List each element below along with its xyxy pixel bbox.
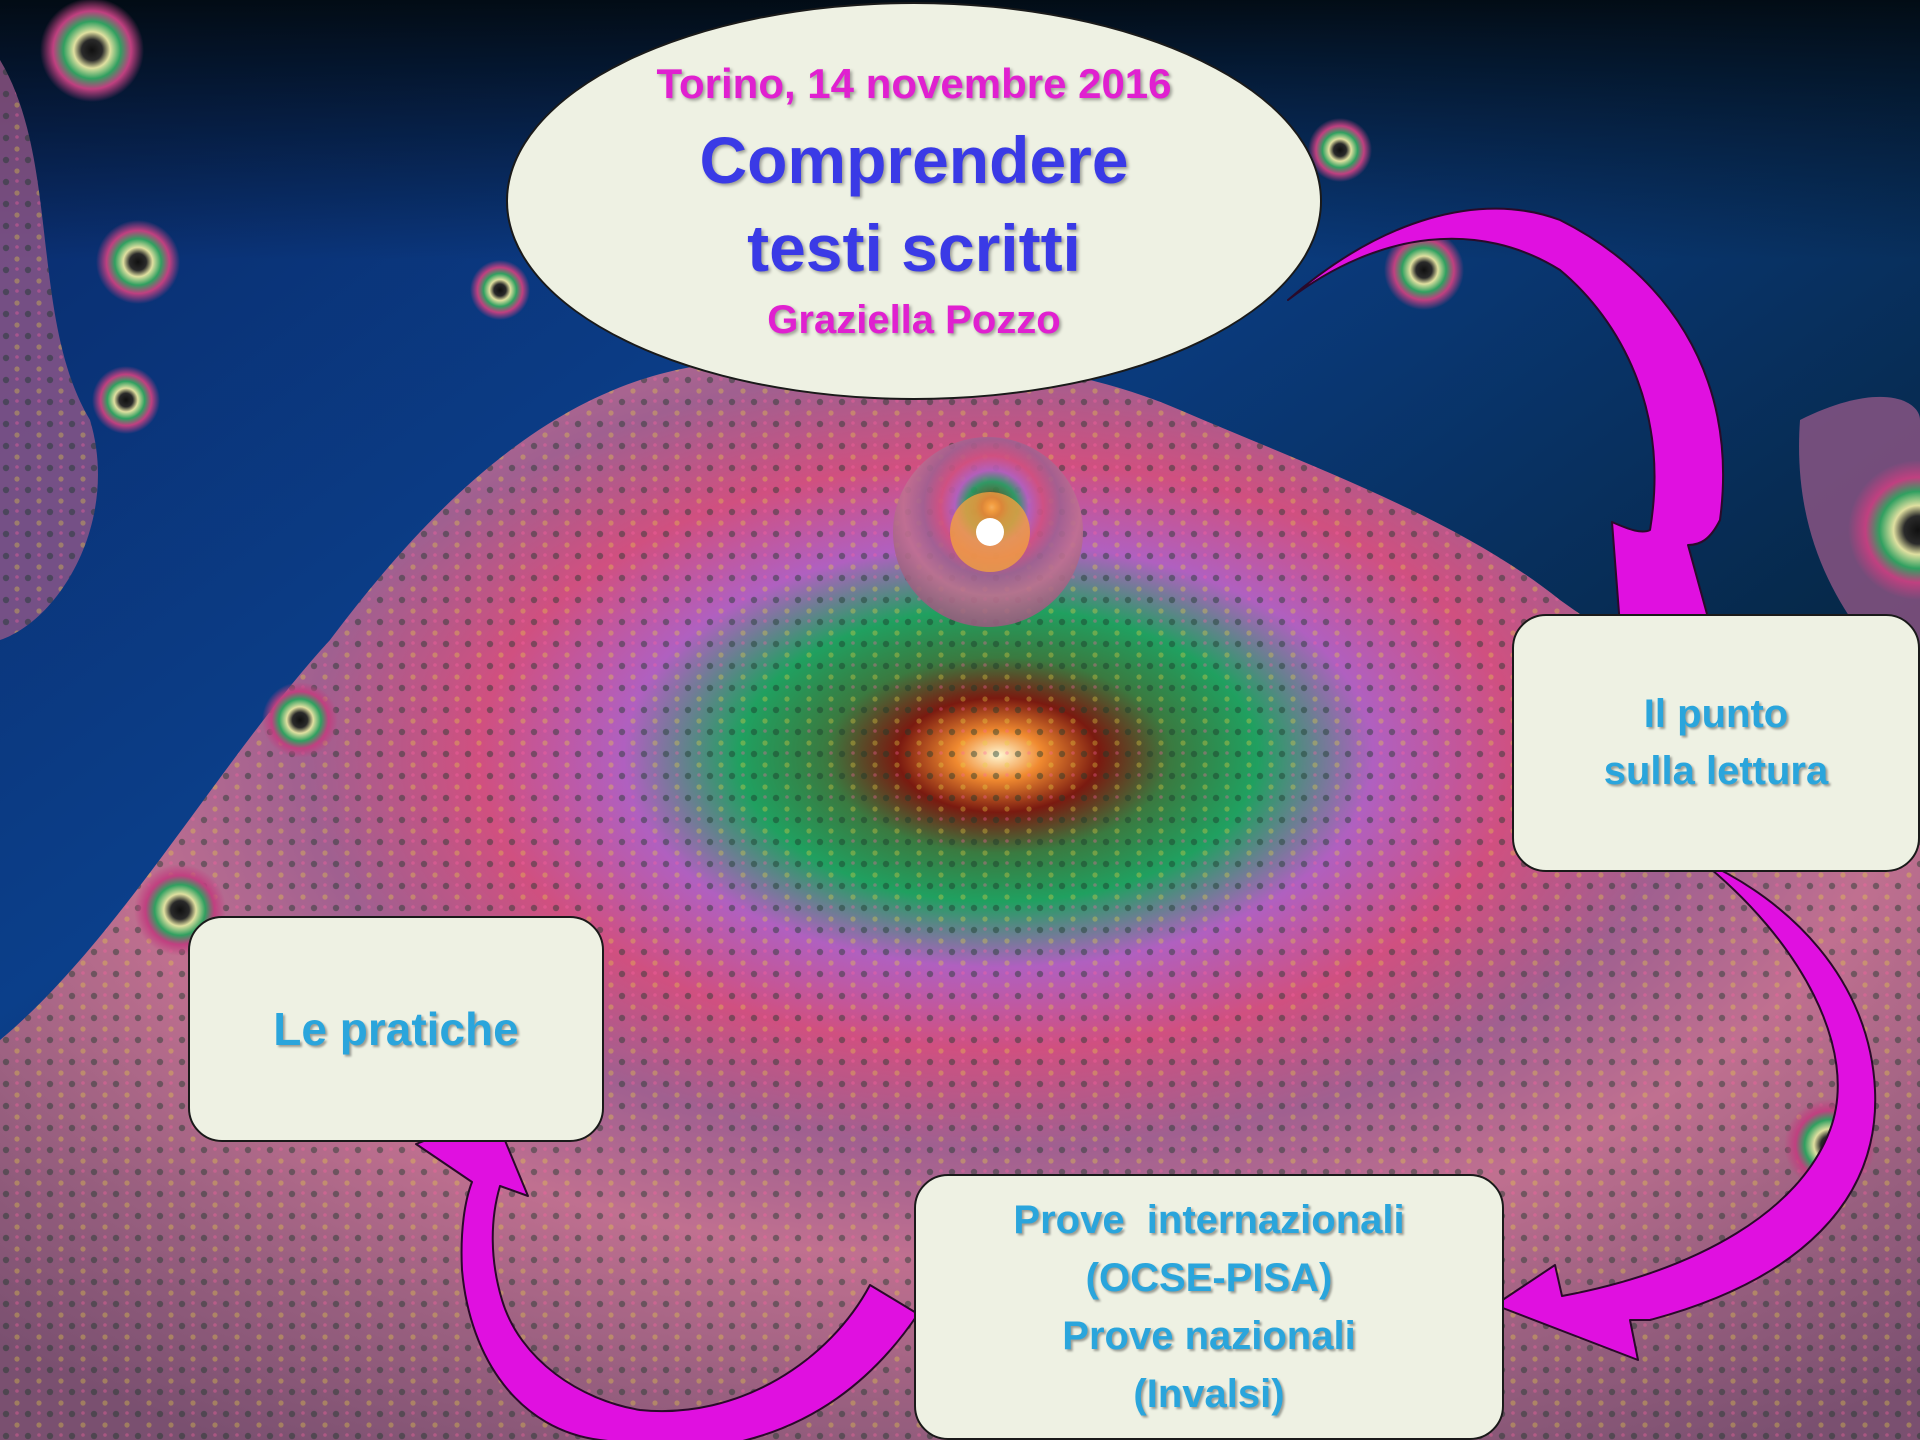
node-prove-line3: Prove nazionali [1062,1307,1355,1365]
author-name: Graziella Pozzo [506,298,1322,343]
node-pratiche: Le pratiche [188,916,604,1142]
node-prove-line1: Prove internazionali [1013,1191,1404,1249]
node-punto-lettura: Il punto sulla lettura [1512,614,1920,872]
node-punto-line1: Il punto [1644,686,1788,743]
node-prove: Prove internazionali (OCSE-PISA) Prove n… [914,1174,1504,1440]
node-prove-line2: (OCSE-PISA) [1086,1249,1333,1307]
node-pratiche-label: Le pratiche [273,1002,518,1056]
title-line-1: Comprendere [506,122,1322,198]
event-date: Torino, 14 novembre 2016 [506,60,1322,108]
node-punto-line2: sulla lettura [1604,743,1829,800]
title-line-2: testi scritti [506,210,1322,286]
node-prove-line4: (Invalsi) [1133,1365,1284,1423]
